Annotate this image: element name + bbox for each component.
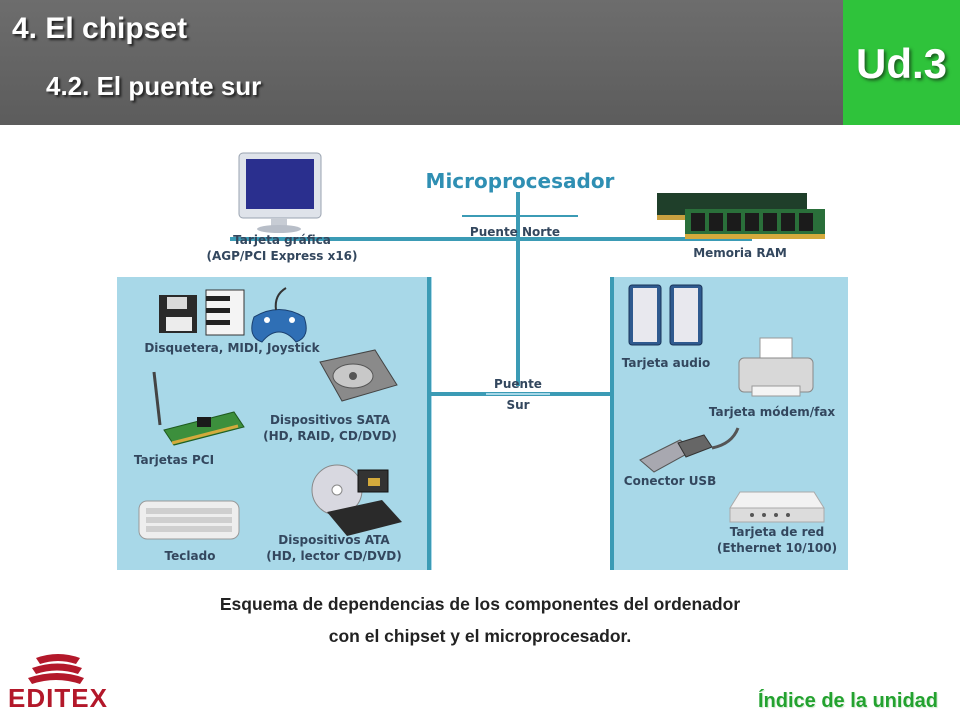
modem-card-label: Tarjeta módem/fax	[709, 405, 836, 419]
editex-logo-text: EDITEX	[8, 683, 108, 713]
caption-line-1: Esquema de dependencias de los component…	[219, 594, 741, 614]
pci-label: Tarjetas PCI	[134, 453, 214, 467]
page-subtitle: 4.2. El puente sur	[46, 71, 262, 101]
south-bridge-label-2: Sur	[506, 398, 529, 412]
header-bar: 4. El chipset 4.2. El puente sur	[0, 0, 843, 125]
usb-connector-label: Conector USB	[624, 474, 716, 488]
graphics-card-label-2: (AGP/PCI Express x16)	[206, 249, 357, 263]
keyboard-label: Teclado	[165, 549, 216, 563]
printer-icon	[738, 337, 814, 397]
south-bridge-label-1: Puente	[494, 377, 542, 391]
monitor-icon	[238, 152, 322, 233]
joystick-icon	[251, 287, 307, 343]
ata-label-2: (HD, lector CD/DVD)	[266, 549, 402, 563]
usb-connector-icon	[639, 427, 740, 473]
sata-label-2: (HD, RAID, CD/DVD)	[263, 429, 397, 443]
floppy-midi-label: Disquetera, MIDI, Joystick	[144, 341, 320, 355]
north-bridge-label: Puente Norte	[470, 225, 560, 239]
chipset-diagram: Tarjeta gráfica (AGP/PCI Express x16) Mi…	[117, 152, 848, 570]
ram-icon	[657, 193, 825, 239]
page-title: 4. El chipset	[12, 12, 188, 45]
ata-label-1: Dispositivos ATA	[278, 533, 390, 547]
speakers-icon	[628, 284, 703, 346]
network-card-label-1: Tarjeta de red	[730, 525, 824, 539]
hard-disk-icon	[319, 349, 398, 402]
sata-label-1: Dispositivos SATA	[270, 413, 391, 427]
graphics-card-label-1: Tarjeta gráfica	[233, 233, 331, 247]
floppy-icon	[159, 295, 197, 333]
unit-index-link[interactable]: Índice de la unidad	[757, 690, 938, 712]
ram-label: Memoria RAM	[693, 246, 787, 260]
caption-line-2: con el chipset y el microprocesador.	[328, 626, 632, 646]
network-card-label-2: (Ethernet 10/100)	[717, 541, 837, 555]
left-panel-edge	[427, 277, 431, 570]
audio-card-label: Tarjeta audio	[622, 356, 711, 370]
right-panel-edge	[610, 277, 614, 570]
microprocessor-label: Microprocesador	[426, 169, 615, 193]
editex-logo-icon	[28, 654, 84, 684]
pci-card-icon	[152, 371, 245, 446]
cd-dvd-icon	[311, 464, 402, 536]
midi-keyboard-icon	[205, 289, 245, 336]
network-hub-icon	[729, 491, 825, 523]
keyboard-icon	[138, 500, 240, 540]
unit-badge: Ud.3	[843, 0, 960, 125]
unit-label: Ud.3	[855, 40, 947, 87]
